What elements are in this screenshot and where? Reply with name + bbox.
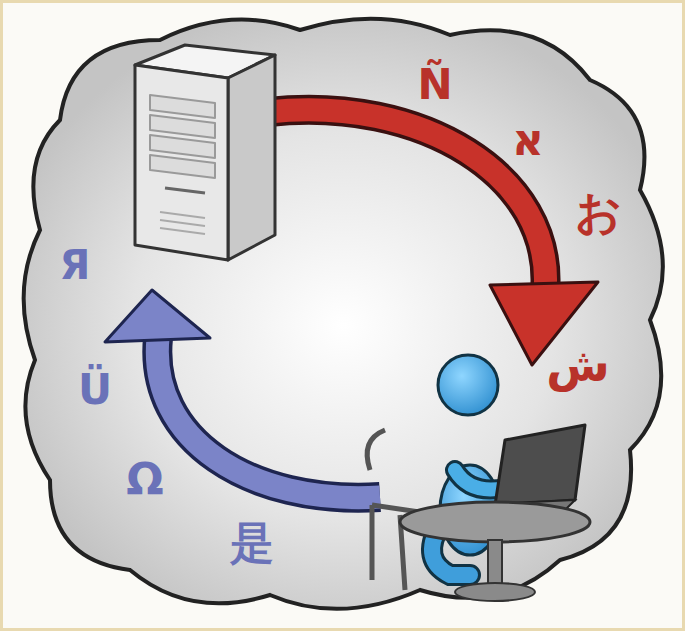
server-side [228,55,275,260]
table-top [400,502,590,542]
download-arrow [268,110,598,365]
cloud-shape [24,19,663,609]
script-glyph: א [512,118,544,162]
vent-line [160,228,205,234]
vents [160,212,205,234]
script-glyph: 是 [230,521,274,565]
laptop-screen [495,425,585,505]
server-tower [135,45,275,260]
script-glyph: Я [60,245,91,285]
script-glyph: Ñ [417,64,452,106]
vent-line [160,212,205,218]
arrow-outline [268,110,546,292]
drive-slot [165,188,205,193]
script-glyph: Ü [78,369,112,411]
drive-bay [150,115,215,138]
arrow-body [157,338,380,498]
arrow-outline [157,338,380,498]
chair-back [367,430,385,470]
vent-line [160,220,205,226]
arrow-body [268,110,546,292]
arrow-head [105,290,210,342]
script-glyph: Ω [126,458,163,502]
drive-bay [150,95,215,118]
user-head [438,355,498,415]
drive-bay [150,155,215,178]
drive-bay [150,135,215,158]
table-foot [455,583,535,601]
user-figure [367,355,590,601]
script-glyph: お [575,189,622,235]
server-front [135,65,228,260]
drive-bays [150,95,215,178]
script-glyph: ش [546,342,609,388]
